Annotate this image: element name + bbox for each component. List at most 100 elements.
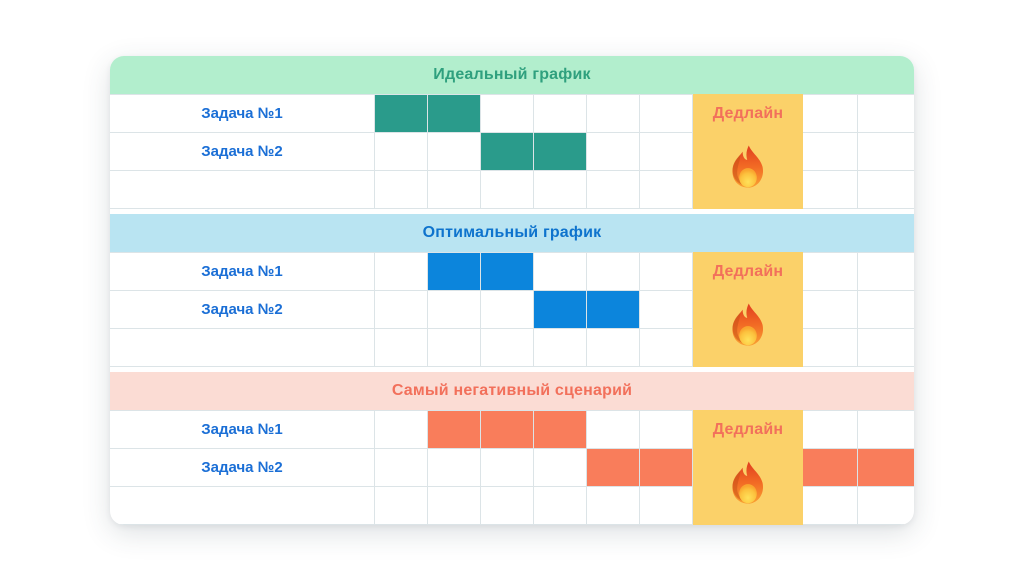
deadline-label: Дедлайн (712, 104, 784, 122)
grid-cell (803, 411, 858, 449)
section-header-ideal: Идеальный график (110, 56, 914, 94)
grid-cell (428, 487, 481, 525)
bar-cell-worst (803, 449, 858, 487)
bar-cell-ideal (375, 95, 428, 133)
grid-cell (640, 329, 693, 367)
grid-cell (375, 253, 428, 291)
deadline-label: Дедлайн (712, 420, 784, 438)
grid-cell (481, 487, 534, 525)
task-label-ideal-2: Задача №2 (110, 133, 375, 171)
grid-cell (375, 291, 428, 329)
bar-cell-worst (587, 449, 640, 487)
grid-cell (640, 291, 693, 329)
grid-cell (803, 171, 858, 209)
grid-cell (858, 487, 914, 525)
empty-label-cell (110, 329, 375, 367)
grid-cell (375, 411, 428, 449)
grid-cell (803, 253, 858, 291)
grid-cell (375, 449, 428, 487)
empty-label-cell (110, 487, 375, 525)
grid-cell (858, 171, 914, 209)
grid-cell (803, 133, 858, 171)
grid-cell (587, 95, 640, 133)
bar-cell-optimal (428, 253, 481, 291)
bar-cell-worst (481, 411, 534, 449)
bar-cell-ideal (428, 95, 481, 133)
grid-cell (534, 329, 587, 367)
empty-label-cell (110, 171, 375, 209)
grid-cell (481, 171, 534, 209)
bar-cell-ideal (534, 133, 587, 171)
grid-cell (534, 487, 587, 525)
bar-cell-optimal (481, 253, 534, 291)
bar-cell-worst (858, 449, 914, 487)
deadline-column-optimal: Дедлайн (693, 251, 803, 367)
grid-cell (587, 133, 640, 171)
fire-icon-wrap (725, 458, 771, 514)
grid-cell (858, 95, 914, 133)
grid-cell (428, 329, 481, 367)
task-label-worst-1: Задача №1 (110, 411, 375, 449)
grid-cell (640, 95, 693, 133)
fire-icon (732, 144, 764, 188)
grid-cell (803, 487, 858, 525)
grid-cell (858, 253, 914, 291)
bar-cell-optimal (587, 291, 640, 329)
deadline-column-worst: Дедлайн (693, 409, 803, 525)
grid-cell (534, 253, 587, 291)
grid-cell (428, 171, 481, 209)
deadline-label: Дедлайн (712, 262, 784, 280)
bar-cell-worst (428, 411, 481, 449)
grid-cell (640, 411, 693, 449)
grid-cell (587, 487, 640, 525)
grid-cell (428, 133, 481, 171)
grid-cell (481, 329, 534, 367)
bar-cell-ideal (481, 133, 534, 171)
grid-cell (803, 329, 858, 367)
fire-icon-wrap (725, 300, 771, 356)
grid-cell (534, 171, 587, 209)
grid-cell (534, 449, 587, 487)
grid-cell (481, 95, 534, 133)
grid-cell (375, 329, 428, 367)
section-header-optimal: Оптимальный график (110, 214, 914, 252)
grid-cell (481, 291, 534, 329)
deadline-column-ideal: Дедлайн (693, 93, 803, 209)
grid-cell (858, 411, 914, 449)
bar-cell-worst (640, 449, 693, 487)
grid-cell (587, 411, 640, 449)
grid-cell (375, 171, 428, 209)
grid-cell (640, 487, 693, 525)
grid-cell (640, 171, 693, 209)
task-label-worst-2: Задача №2 (110, 449, 375, 487)
task-label-optimal-2: Задача №2 (110, 291, 375, 329)
grid-cell (803, 291, 858, 329)
grid-cell (375, 133, 428, 171)
grid-cell (428, 291, 481, 329)
task-label-ideal-1: Задача №1 (110, 95, 375, 133)
fire-icon (732, 460, 764, 504)
grid-cell (640, 133, 693, 171)
grid-cell (481, 449, 534, 487)
grid-cell (587, 329, 640, 367)
grid-cell (858, 291, 914, 329)
grid-cell (534, 95, 587, 133)
grid-cell (858, 133, 914, 171)
fire-icon-wrap (725, 142, 771, 198)
grid-cell (428, 449, 481, 487)
grid-cell (640, 253, 693, 291)
grid-cell (375, 487, 428, 525)
bar-cell-worst (534, 411, 587, 449)
grid-cell (803, 95, 858, 133)
grid-cell (858, 329, 914, 367)
task-label-optimal-1: Задача №1 (110, 253, 375, 291)
section-header-worst: Самый негативный сценарий (110, 372, 914, 410)
bar-cell-optimal (534, 291, 587, 329)
